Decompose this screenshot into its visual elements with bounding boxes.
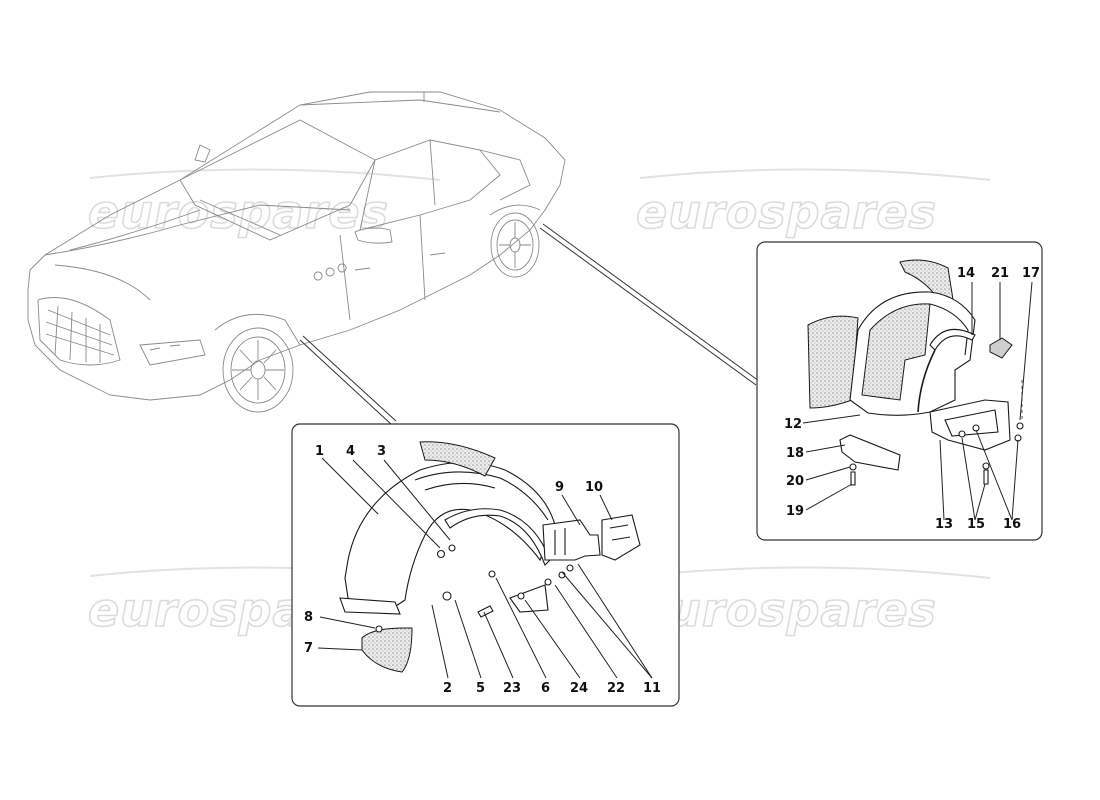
callout-20: 20 xyxy=(786,474,804,489)
callout-5: 5 xyxy=(476,681,485,696)
callout-11: 11 xyxy=(643,681,661,696)
front-callouts: 1 4 3 9 10 8 7 2 5 23 6 24 22 11 xyxy=(304,444,661,696)
watermark-top-left: eurospares xyxy=(88,185,389,239)
front-support-bracket-10 xyxy=(601,514,641,561)
callout-19: 19 xyxy=(786,504,804,519)
rear-callouts: 14 21 17 12 18 20 19 13 15 16 xyxy=(784,266,1040,532)
front-parts xyxy=(339,441,641,673)
callout-14: 14 xyxy=(957,266,975,281)
car-illustration xyxy=(27,91,566,413)
rear-bracket-18 xyxy=(839,434,901,471)
connector-lines xyxy=(299,223,760,426)
callout-2: 2 xyxy=(443,681,452,696)
callout-7: 7 xyxy=(304,641,313,656)
callout-16: 16 xyxy=(1003,517,1021,532)
callout-12: 12 xyxy=(784,417,802,432)
front-bracket-plate xyxy=(509,584,549,613)
watermark-top-right: eurospares xyxy=(636,185,937,239)
callout-8: 8 xyxy=(304,610,313,625)
callout-18: 18 xyxy=(786,446,804,461)
callout-22: 22 xyxy=(607,681,625,696)
front-sealing-strip xyxy=(419,441,496,477)
callout-23: 23 xyxy=(503,681,521,696)
callout-21: 21 xyxy=(991,266,1009,281)
callout-9: 9 xyxy=(555,480,564,495)
callout-6: 6 xyxy=(541,681,550,696)
front-leaders xyxy=(317,457,653,679)
callout-10: 10 xyxy=(585,480,603,495)
watermark-bottom-right: eurospares xyxy=(636,583,937,637)
callout-17: 17 xyxy=(1022,266,1040,281)
callout-3: 3 xyxy=(377,444,386,459)
rear-parts xyxy=(807,259,1024,486)
callout-15: 15 xyxy=(967,517,985,532)
callout-4: 4 xyxy=(346,444,355,459)
callout-1: 1 xyxy=(315,444,324,459)
callout-13: 13 xyxy=(935,517,953,532)
front-support-bracket-9 xyxy=(542,519,601,561)
rear-leaders xyxy=(802,281,1033,521)
callout-24: 24 xyxy=(570,681,588,696)
